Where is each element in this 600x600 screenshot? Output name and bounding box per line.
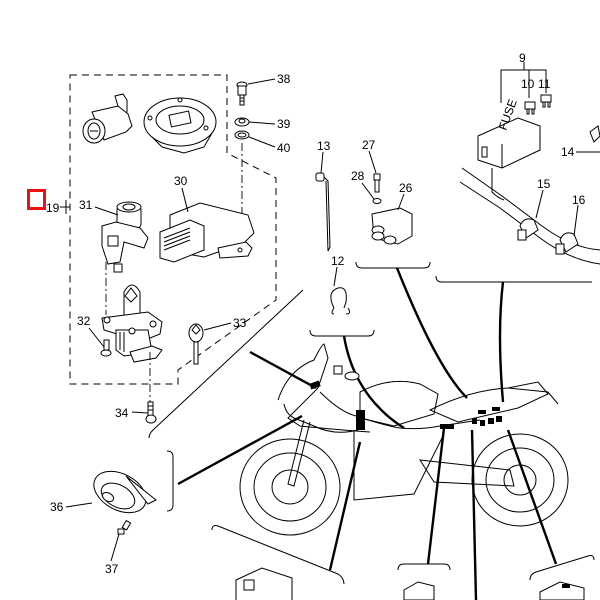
handlebar-edge-top <box>461 167 600 251</box>
leader-12 <box>333 266 338 287</box>
key-33-part <box>188 323 204 365</box>
label-12: 12 <box>331 254 345 268</box>
fuse-box-9-part: FUSE <box>477 97 541 169</box>
bracket-clip <box>309 329 375 337</box>
bracket-relay <box>355 261 431 269</box>
label-9: 9 <box>519 51 526 65</box>
part-number-labels: 9 10 11 12 13 14 15 16 19 26 27 28 30 31… <box>46 51 586 576</box>
connector-bottom-right-detail <box>562 584 570 588</box>
leader-30 <box>181 187 189 213</box>
leader-38 <box>247 78 276 85</box>
leader-27 <box>368 150 377 174</box>
pointer-fusebox <box>498 281 505 403</box>
label-34: 34 <box>115 406 129 420</box>
pointer-bottom-left <box>328 441 362 571</box>
lock-31-part <box>101 201 149 273</box>
label-26: 26 <box>399 181 413 195</box>
leader-33 <box>203 322 232 331</box>
horn-bracket <box>166 450 174 512</box>
screw-34-part <box>145 401 157 424</box>
connector-bottom-left-detail <box>243 579 255 591</box>
pointer-horn <box>177 414 303 486</box>
connector-bottom-left-part <box>235 567 293 600</box>
leader-15 <box>535 189 544 219</box>
leader-32 <box>88 327 105 348</box>
label-11: 11 <box>538 77 551 91</box>
horn-group <box>65 450 174 562</box>
label-30: 30 <box>174 174 188 188</box>
label-13: 13 <box>317 139 331 153</box>
washer-40-part <box>234 130 250 140</box>
label-16: 16 <box>572 193 586 207</box>
bolt-27-part <box>373 173 381 193</box>
fuse-box-wire <box>491 168 505 201</box>
clamp-16-part <box>555 232 579 255</box>
leader-31 <box>94 206 119 216</box>
selection-marker[interactable] <box>27 189 46 210</box>
fuse-10-part <box>524 101 536 115</box>
label-36: 36 <box>50 500 64 514</box>
screw-32-part <box>100 339 112 357</box>
cable-tie-13-part <box>315 172 331 252</box>
seat-lock-part <box>82 93 133 144</box>
fuel-cap-part <box>143 97 217 154</box>
leader-13 <box>320 151 324 174</box>
clamp-15-part <box>517 218 539 241</box>
bolt-38-part <box>236 81 248 106</box>
label-31: 31 <box>79 198 93 212</box>
pointer-clip <box>342 335 405 430</box>
main-switch-part <box>101 284 163 363</box>
washer-39-part <box>234 117 250 127</box>
callout-connectors <box>148 261 595 600</box>
connector-bottom-center-part <box>403 581 435 600</box>
bracket-bottom-left <box>211 525 345 585</box>
leader-26 <box>397 193 405 211</box>
label-38: 38 <box>277 72 291 86</box>
label-32: 32 <box>77 314 91 328</box>
leader-28 <box>361 182 375 200</box>
pointer-lockset <box>249 350 317 390</box>
part-14-partial <box>589 125 600 143</box>
relay-26-part <box>371 207 413 245</box>
bracket-bottom-right <box>529 555 595 581</box>
bracket-bottom-center <box>397 563 451 571</box>
leader-40 <box>248 136 276 148</box>
fuse-box-group: FUSE <box>459 62 600 265</box>
fuse-11-part <box>540 94 552 108</box>
lock-set-dashed-outline <box>69 74 277 385</box>
lock-set-group <box>60 74 277 424</box>
label-40: 40 <box>277 141 291 155</box>
bracket-lockset-diagonal <box>148 289 304 439</box>
washer-28-part <box>372 198 382 204</box>
pointer-bottom-right <box>506 429 558 565</box>
label-28: 28 <box>351 169 365 183</box>
igniter-unit-30-part <box>159 202 255 263</box>
connector-bottom-right-part <box>539 581 585 600</box>
label-37: 37 <box>105 562 119 576</box>
bottom-partial-parts <box>235 567 585 600</box>
pointer-relay <box>395 267 468 399</box>
label-19: 19 <box>46 201 60 215</box>
leader-16 <box>573 204 579 237</box>
clip-12-part <box>330 287 351 315</box>
leader-36 <box>65 502 93 508</box>
bracket-fusebox <box>435 275 592 283</box>
pointer-bottom-center <box>426 427 446 565</box>
label-27: 27 <box>362 138 376 152</box>
motorcycle-illustration <box>239 343 569 536</box>
label-33: 33 <box>233 316 247 330</box>
label-10: 10 <box>521 77 535 91</box>
leader-39 <box>248 121 276 125</box>
label-15: 15 <box>537 177 551 191</box>
leader-37 <box>110 533 120 562</box>
pointer-bottom-middle <box>470 429 478 600</box>
leader-34 <box>131 411 149 414</box>
label-14: 14 <box>561 145 575 159</box>
horn-36-part <box>93 470 157 514</box>
label-39: 39 <box>277 117 291 131</box>
bolt-37-part <box>117 519 132 535</box>
